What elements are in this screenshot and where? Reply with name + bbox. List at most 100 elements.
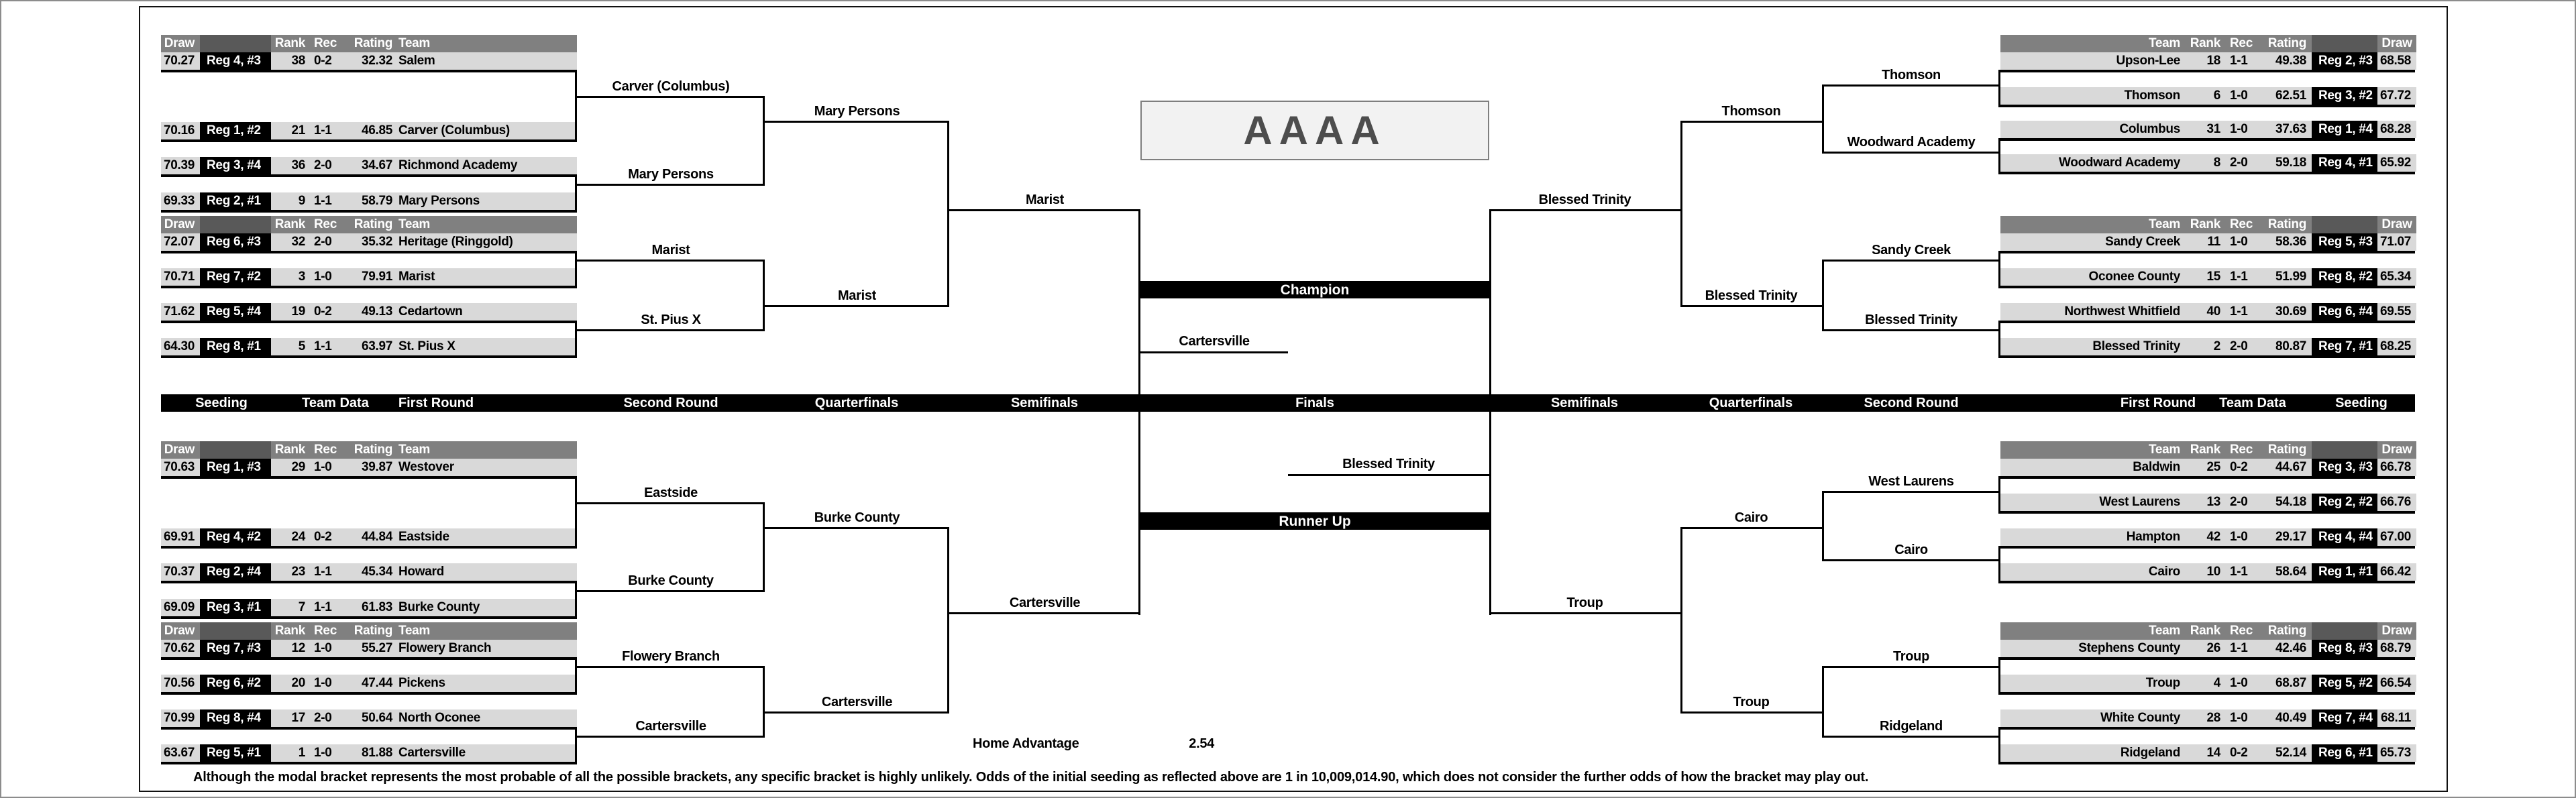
table-header-draw: Draw: [2377, 216, 2416, 233]
team-rating: 68.87: [2275, 676, 2306, 690]
second-round-winner-label: Cairo: [1894, 543, 1928, 557]
second-round-winner-label: Sandy Creek: [1872, 243, 1951, 258]
quarterfinal-connector: [763, 96, 765, 186]
table-header-rank: Rank: [2190, 217, 2221, 231]
semifinal-winner-line: [1489, 612, 1680, 614]
seed-cell: Reg 4, #4: [2312, 528, 2377, 546]
team-rank: 42: [2206, 530, 2220, 544]
table-header-rec: Rec: [314, 624, 337, 638]
table-header-draw: Draw: [161, 35, 200, 52]
seed-cell: Reg 4, #3: [200, 52, 271, 70]
team-team: Carver (Columbus): [398, 123, 510, 137]
second-round-winner-label: Eastside: [644, 486, 698, 500]
team-rank: 40: [2206, 304, 2220, 319]
second-round-winner-line: [577, 329, 765, 331]
seed-cell: Reg 6, #3: [200, 233, 271, 251]
table-header-team-data: [271, 622, 577, 640]
second-round-connector: [1998, 657, 2000, 695]
team-row-bg: [2000, 121, 2312, 138]
table-header-team: Team: [398, 624, 431, 638]
team-rank: 20: [291, 676, 305, 690]
second-round-winner-label: Troup: [1892, 649, 1930, 664]
second-round-winner-label: St. Pius X: [641, 312, 701, 327]
first-round-line: [2000, 727, 2415, 730]
team-rank: 25: [2206, 460, 2220, 474]
team-team: Stephens County: [2078, 641, 2180, 655]
team-team: Marist: [398, 270, 435, 284]
round-band: [161, 394, 2415, 412]
team-team: Thomson: [2124, 89, 2181, 103]
second-round-winner-label: Flowery Branch: [622, 649, 720, 664]
first-round-line: [161, 210, 577, 213]
team-row-bg: [2000, 744, 2312, 762]
first-round-line: [2000, 692, 2415, 695]
seed-cell: Reg 6, #1: [2312, 744, 2377, 762]
first-round-line: [2000, 70, 2415, 72]
team-row-bg: [161, 268, 200, 286]
semifinal-connector: [947, 121, 949, 307]
table-header-rating: Rating: [354, 443, 393, 457]
runner-up-bar: Runner Up: [1140, 512, 1489, 530]
draw-value: 67.72: [2379, 89, 2411, 103]
team-team: Cairo: [2148, 565, 2180, 579]
quarterfinal-winner-label: Burke County: [814, 510, 900, 525]
team-rec: 1-0: [314, 460, 332, 474]
table-header-rank: Rank: [2190, 624, 2221, 638]
team-rec: 0-2: [2230, 746, 2248, 760]
team-rec: 0-2: [2230, 460, 2248, 474]
draw-value: 68.58: [2379, 54, 2411, 68]
team-team: Flowery Branch: [398, 641, 492, 655]
team-rating: 54.18: [2275, 495, 2306, 509]
team-row-bg: [161, 338, 200, 355]
team-rec: 1-0: [2230, 122, 2248, 136]
team-rating: 55.27: [361, 641, 392, 655]
team-rank: 32: [291, 235, 305, 249]
seed-cell: Reg 6, #2: [200, 675, 271, 692]
quarterfinal-winner-label: Blessed Trinity: [1705, 288, 1798, 303]
table-header-rec: Rec: [314, 36, 337, 50]
table-header-team: Team: [2148, 624, 2180, 638]
round-label: Second Round: [623, 396, 718, 410]
team-row-bg: [161, 563, 200, 581]
draw-value: 70.27: [163, 54, 195, 68]
team-row-bg: [2000, 268, 2312, 286]
team-team: Troup: [2145, 676, 2181, 690]
draw-value: 65.73: [2379, 746, 2411, 760]
team-rec: 2-0: [2230, 339, 2248, 353]
round-label: Quarterfinals: [1709, 396, 1793, 410]
team-rank: 10: [2206, 565, 2220, 579]
draw-value: 70.37: [163, 565, 195, 579]
team-row-bg: [2000, 233, 2312, 251]
table-header-draw: Draw: [2377, 35, 2416, 52]
table-header-rating: Rating: [354, 36, 393, 50]
round-label: Quarterfinals: [814, 396, 899, 410]
team-row-bg: [161, 640, 200, 657]
second-round-winner-line: [577, 96, 765, 98]
team-rec: 0-2: [314, 304, 332, 319]
team-rank: 7: [298, 600, 306, 614]
semifinal-connector: [947, 527, 949, 714]
table-header-rank: Rank: [2190, 36, 2221, 50]
second-round-winner-line: [577, 502, 765, 504]
team-row-bg: [2000, 675, 2312, 692]
team-row-bg: [161, 303, 200, 321]
second-round-winner-line: [1822, 260, 2000, 262]
team-rank: 17: [291, 711, 305, 725]
table-header-rec: Rec: [314, 443, 337, 457]
table-header-draw: Draw: [161, 216, 200, 233]
round-label: Team Data: [2219, 396, 2286, 410]
footnote: Although the modal bracket represents th…: [193, 770, 1869, 785]
first-round-line: [2000, 355, 2415, 358]
quarterfinal-winner-label: Troup: [1733, 695, 1770, 709]
team-row-bg: [271, 459, 577, 476]
team-row-bg: [2377, 709, 2416, 727]
draw-value: 69.09: [163, 600, 195, 614]
team-rec: 0-2: [314, 54, 332, 68]
draw-value: 71.62: [163, 304, 195, 319]
team-rec: 2-0: [314, 158, 332, 172]
team-row-bg: [271, 528, 577, 546]
second-round-winner-label: Mary Persons: [628, 167, 714, 182]
team-row-bg: [161, 528, 200, 546]
team-row-bg: [2000, 459, 2312, 476]
table-header-team-data: [2000, 622, 2312, 640]
